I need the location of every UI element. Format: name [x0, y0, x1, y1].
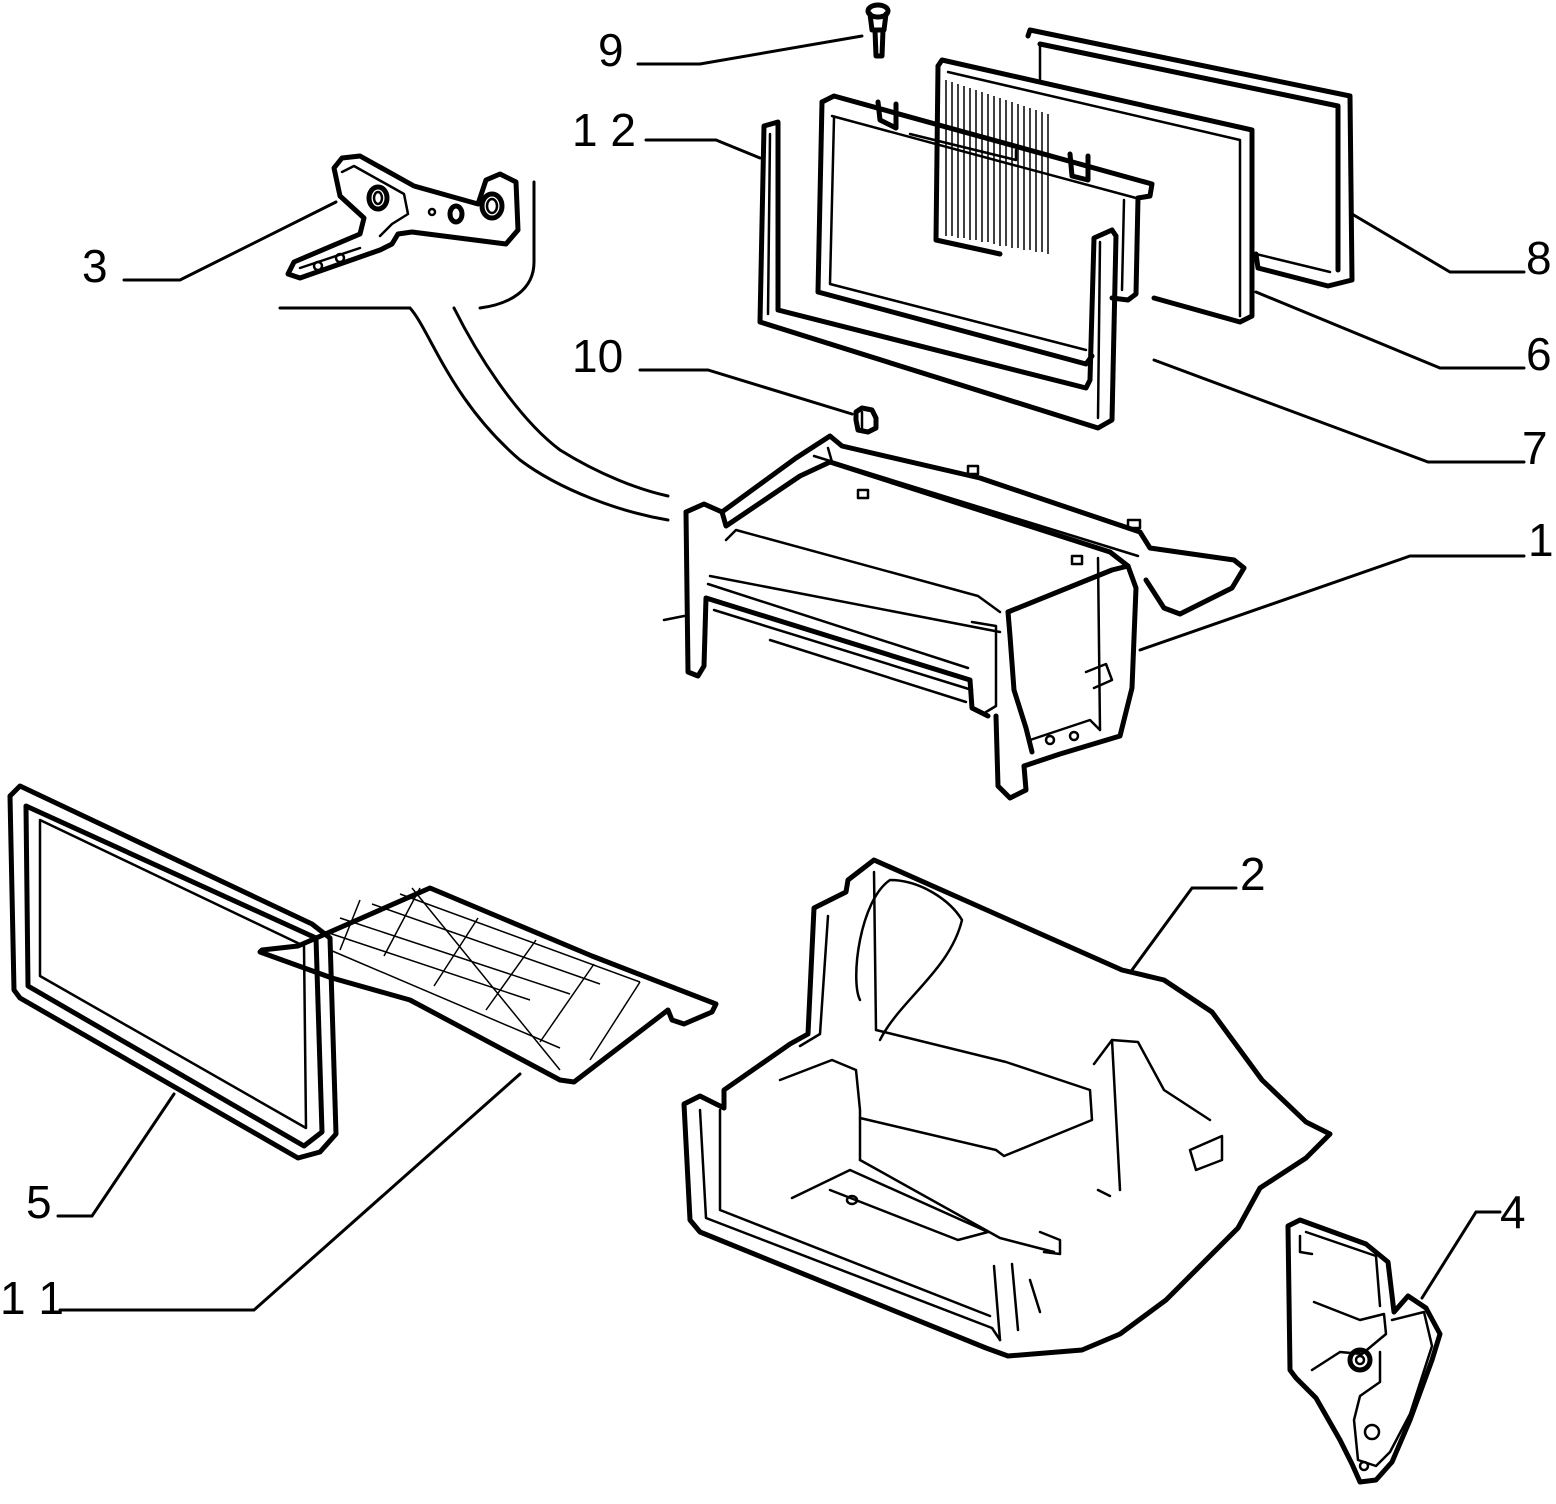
leader-1	[1138, 554, 1526, 652]
detail-link-lines	[278, 180, 670, 522]
part-1-housing	[662, 433, 1247, 801]
callout-6: 6	[1526, 328, 1552, 380]
callout-9: 9	[598, 24, 624, 76]
leader-10	[638, 368, 854, 416]
part-10-clip-nut	[853, 405, 879, 435]
part-9-screw	[865, 2, 891, 59]
callout-3: 3	[82, 240, 108, 292]
leader-12	[644, 138, 762, 160]
leader-3	[122, 200, 338, 282]
callout-12: 1 2	[572, 104, 636, 156]
leader-lines	[56, 34, 1526, 1312]
part-3-bracket	[285, 153, 521, 281]
part-6-filter-element	[933, 57, 1255, 325]
callout-labels: 9 1 2 3 10 8 6 7 1 2 5 1 1 4	[0, 24, 1554, 1324]
part-5-frame-seal	[7, 783, 339, 1161]
part-11-grid-mesh	[257, 885, 719, 1085]
callout-4: 4	[1500, 1186, 1526, 1238]
leader-5	[56, 1092, 176, 1218]
leader-6	[1254, 290, 1526, 370]
part-8-filter-frame	[1025, 27, 1355, 289]
callout-10: 10	[572, 330, 623, 382]
leader-2	[1130, 886, 1238, 972]
part-12-gasket	[757, 119, 1119, 431]
leader-7	[1152, 358, 1526, 464]
part-2-lower-housing	[681, 857, 1333, 1359]
callout-7: 7	[1522, 422, 1548, 474]
callout-5: 5	[26, 1176, 52, 1228]
part-4-side-bracket	[1285, 1217, 1443, 1485]
part-7-filter-holder	[815, 93, 1155, 367]
callout-2: 2	[1240, 848, 1266, 900]
callout-8: 8	[1526, 232, 1552, 284]
leader-8	[1350, 212, 1526, 274]
leader-4	[1420, 1210, 1502, 1300]
callout-11: 1 1	[0, 1272, 64, 1324]
callout-1: 1	[1528, 514, 1554, 566]
leader-11	[58, 1072, 522, 1312]
leader-9	[636, 34, 864, 66]
